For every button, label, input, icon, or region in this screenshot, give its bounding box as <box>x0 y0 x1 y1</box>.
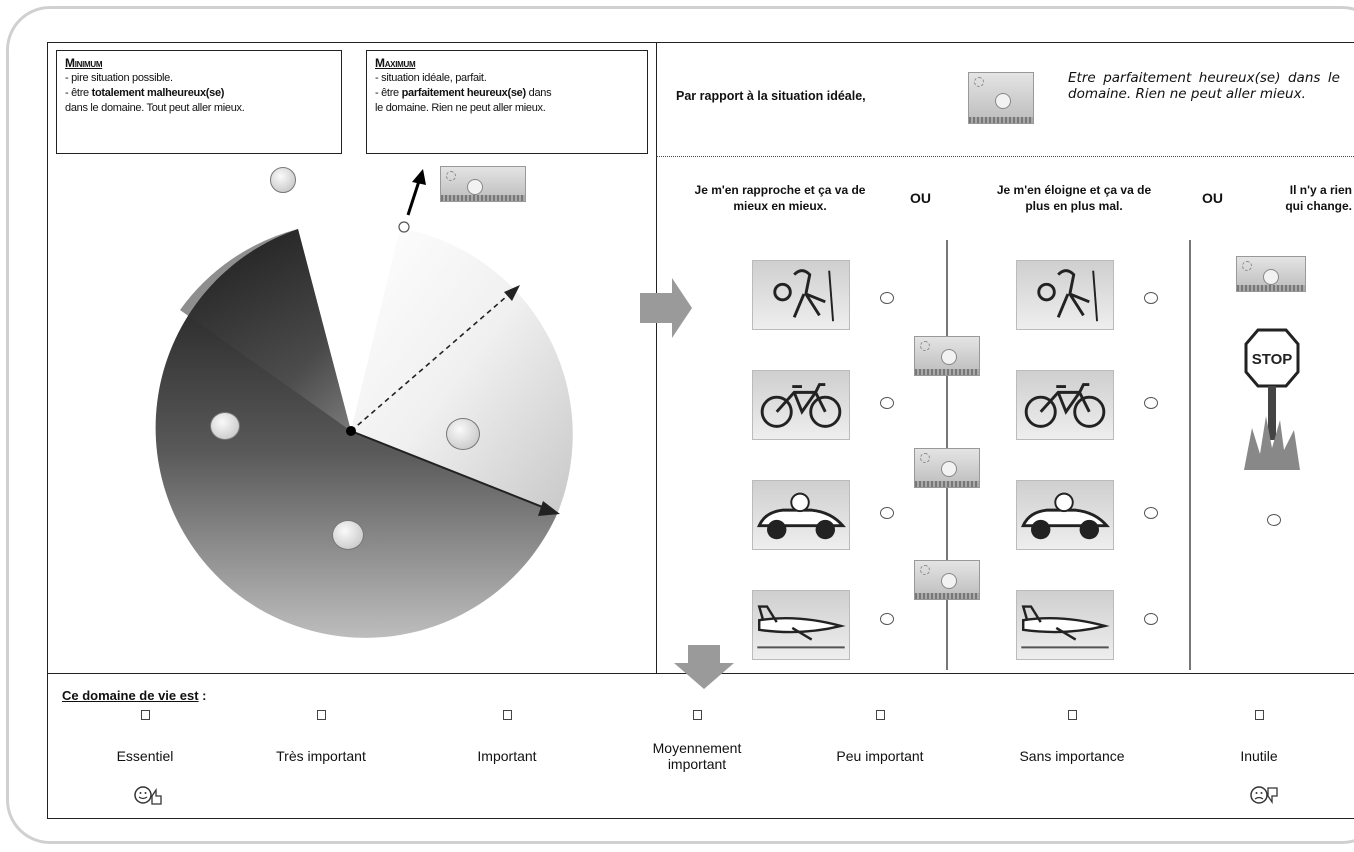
max-pointer <box>406 177 422 216</box>
ideal-situation-icon <box>1236 256 1306 292</box>
bicycle-picture <box>1016 370 1114 440</box>
airplane-picture <box>1016 590 1114 660</box>
wheel-center <box>346 426 356 436</box>
sad-face-icon <box>210 412 240 440</box>
down-arrow-icon <box>674 645 734 689</box>
hiker-picture <box>752 260 850 330</box>
wheel-light-section <box>351 228 573 512</box>
stop-sign-text: STOP <box>1252 351 1293 368</box>
ideal-situation-icon <box>914 336 980 376</box>
satisfaction-wheel <box>155 169 573 638</box>
ou-label: OU <box>1202 190 1223 206</box>
column-separator <box>1189 240 1191 670</box>
dotted-divider <box>656 156 1354 157</box>
radio-farther-2[interactable] <box>1144 397 1158 409</box>
ou-label: OU <box>910 190 931 206</box>
hiker-picture <box>1016 260 1114 330</box>
radio-farther-4[interactable] <box>1144 613 1158 625</box>
bicycle-picture <box>752 370 850 440</box>
ideal-situation-icon <box>440 166 526 202</box>
radio-closer-4[interactable] <box>880 613 894 625</box>
checkbox-inutile[interactable] <box>1255 710 1264 720</box>
wheel-solid-arrow <box>350 430 551 511</box>
minimum-line3: dans le domaine. Tout peut aller mieux. <box>65 102 245 114</box>
maximum-title: Maximum <box>375 56 416 70</box>
radio-no-change[interactable] <box>1267 514 1281 526</box>
radio-closer-2[interactable] <box>880 397 894 409</box>
domain-label: Ce domaine de vie est : <box>62 688 207 703</box>
option-inutile: Inutile <box>1240 748 1278 764</box>
option-essentiel: Essentiel <box>116 748 174 764</box>
header-description: Etre parfaitement heureux(se) dans le do… <box>1068 70 1340 102</box>
race-car-picture <box>1016 480 1114 550</box>
airplane-picture <box>752 590 850 660</box>
radio-farther-3[interactable] <box>1144 507 1158 519</box>
maximum-line2: - être parfaitement heureux(se) dans <box>375 87 552 99</box>
race-car-picture <box>752 480 850 550</box>
minimum-line1: - pire situation possible. <box>65 72 173 84</box>
right-arrow-icon <box>640 278 692 338</box>
radio-closer-3[interactable] <box>880 507 894 519</box>
minimum-line2: - être totalement malheureux(se) <box>65 87 225 99</box>
header-label: Par rapport à la situation idéale, <box>676 89 866 103</box>
ideal-situation-icon <box>968 72 1034 124</box>
questionnaire-border <box>47 42 1354 819</box>
maximum-line3: le domaine. Rien ne peut aller mieux. <box>375 102 546 114</box>
checkbox-important[interactable] <box>503 710 512 720</box>
checkbox-moyennement-important[interactable] <box>693 710 702 720</box>
max-marker <box>398 221 410 233</box>
ideal-situation-icon <box>914 448 980 488</box>
maximum-box: Maximum - situation idéale, parfait. - ê… <box>366 50 648 154</box>
radio-farther-1[interactable] <box>1144 292 1158 304</box>
checkbox-sans-importance[interactable] <box>1068 710 1077 720</box>
vertical-divider <box>656 42 657 674</box>
checkbox-peu-important[interactable] <box>876 710 885 720</box>
wheel-shadow-section <box>180 229 351 431</box>
checkbox-essentiel[interactable] <box>141 710 150 720</box>
option-peu-important: Peu important <box>836 748 924 764</box>
checkbox-tres-important[interactable] <box>317 710 326 720</box>
option-sans-importance: Sans importance <box>1019 748 1125 764</box>
thumbs-down-smiley-icon <box>1250 786 1278 805</box>
thumbs-up-smiley-icon <box>134 786 162 805</box>
happy-face-icon <box>446 418 480 450</box>
crying-face-icon <box>270 167 296 193</box>
radio-closer-1[interactable] <box>880 292 894 304</box>
option-important: Important <box>477 748 537 764</box>
stop-sign-picture: STOP <box>1244 328 1300 470</box>
maximum-line1: - situation idéale, parfait. <box>375 72 487 84</box>
worried-face-icon <box>332 520 364 550</box>
minimum-title: Minimum <box>65 56 103 70</box>
option-tres-important: Très important <box>276 748 366 764</box>
ideal-situation-icon <box>914 560 980 600</box>
minimum-box: Minimum - pire situation possible. - êtr… <box>56 50 342 154</box>
